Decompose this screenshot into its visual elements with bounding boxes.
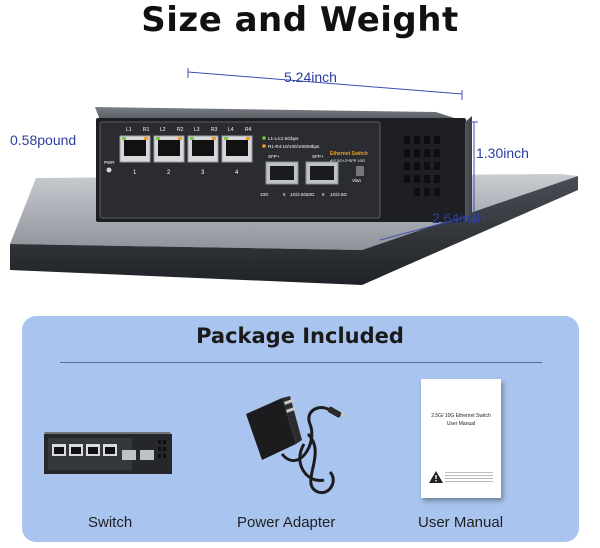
port-label-top: R1 [143,127,150,133]
vlan-switch [356,166,364,176]
depth-spec: 2.64inch [432,210,485,226]
speed-label: 1G/2.5G [290,192,308,197]
height-spec: 1.30inch [476,145,529,161]
manual-fine-print [445,472,493,482]
switch-hero-illustration: L1 R1 L2 R2 L3 R3 L4 R4 1 2 3 4 PWR L1-L… [10,68,578,285]
weight-spec: 0.58pound [10,132,77,148]
pwr-label: PWR [104,160,115,165]
vent-grid [404,136,440,196]
speed-label: 1G/2.5G [330,192,348,197]
package-item-adapter: Power Adapter [237,514,336,531]
port-number: 1 [133,170,137,176]
port-label-top: R4 [245,127,252,133]
brand-label: Ethernet Switch [330,151,368,157]
port-label-top: L1 [126,127,132,133]
power-adapter-image [246,396,347,495]
package-title: Package Included [196,324,404,348]
rj45-ports [119,135,253,163]
legend-line-1: L1-L4:2.5Gbps [268,136,299,141]
switch-side-face [465,116,472,222]
port-label-top: L4 [228,127,234,133]
vlan-label: Vlan [352,178,362,183]
model-label: 4*2.5G+2*SFP 10G [330,158,365,163]
port-number: 3 [201,170,205,176]
sfp-label: SFP+ [268,154,280,159]
speed-label: 10G [306,192,315,197]
speed-label: 6 [322,192,325,197]
dimension-lines [187,68,478,241]
sfp-label: SFP+ [312,154,324,159]
pwr-led [106,167,112,173]
width-spec: 5.24inch [284,69,337,85]
port-label-top: R3 [211,127,218,133]
page-title: Size and Weight [141,0,459,40]
user-manual-image: 2.5G/ 10G Ethernet Switch User Manual [421,379,501,498]
switch-thumbnail [44,432,172,474]
warning-icon [429,471,443,483]
legend-line-2: R1-R4:10/100/1000Mbps [268,144,320,149]
manual-cover-title: 2.5G/ 10G Ethernet Switch [431,413,491,419]
package-divider [60,362,542,363]
port-label-top: R2 [177,127,184,133]
package-item-switch: Switch [88,514,133,531]
port-number: 2 [167,170,171,176]
speed-label: 10G [260,192,269,197]
display-plate-edge [10,176,578,285]
port-number: 4 [235,170,239,176]
sfp-ports [265,161,339,185]
port-label-top: L3 [194,127,200,133]
speed-label: 5 [283,192,286,197]
package-item-manual: User Manual [418,514,504,531]
manual-cover-subtitle: User Manual [446,421,476,427]
port-label-top: L2 [160,127,166,133]
